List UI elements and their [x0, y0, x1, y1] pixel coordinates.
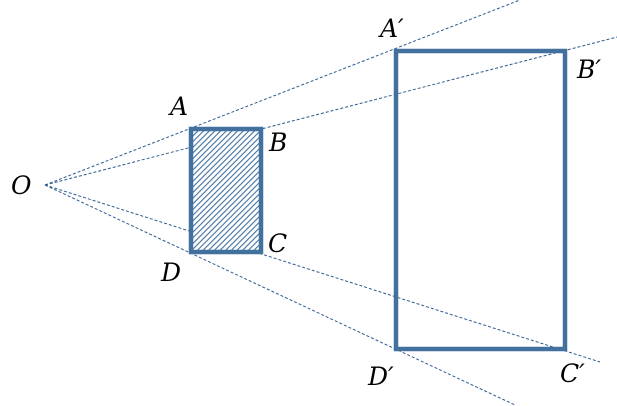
label-d: D [160, 258, 181, 287]
rectangle-abcd [188, 126, 264, 255]
label-d-prime: D′ [367, 362, 394, 391]
label-o: O [11, 171, 32, 200]
label-c-prime: C′ [560, 359, 585, 388]
ray-o-c-prime [44, 184, 601, 363]
ray-o-b-prime [44, 36, 617, 186]
label-c: C [268, 229, 287, 258]
label-b-prime: B′ [576, 55, 601, 84]
label-b: B [268, 128, 287, 157]
label-a: A [168, 92, 188, 121]
label-a-prime: A′ [378, 14, 404, 43]
ray-o-a-prime [44, 0, 521, 186]
rectangle-a-prime-b-prime-c-prime-d-prime [393, 48, 568, 352]
ray-o-d-prime [44, 184, 516, 406]
